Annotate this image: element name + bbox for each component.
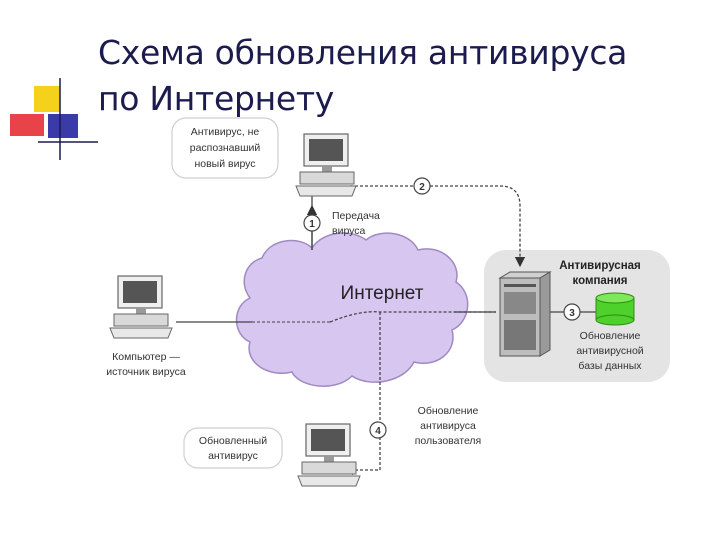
company-title-line-2: компания xyxy=(572,275,627,287)
step-3-number: 3 xyxy=(569,308,575,319)
internet-cloud xyxy=(235,232,469,387)
bottom-pc-label-line-2: антивирус xyxy=(208,450,258,462)
db-update-label-line-3: базы данных xyxy=(578,360,642,372)
bottom-computer xyxy=(297,423,361,487)
step-3-marker: 3 xyxy=(563,303,581,321)
top-pc-label-box xyxy=(171,117,279,179)
internet-cloud-label: Интернет xyxy=(341,283,424,304)
title-line-2: по Интернету xyxy=(98,79,335,118)
line-cloud-to-company xyxy=(329,311,496,323)
step-1-marker: 1 xyxy=(303,214,321,232)
line-cloud-to-bottom-pc xyxy=(342,312,381,476)
top-computer xyxy=(295,133,357,197)
database-icon xyxy=(595,292,635,326)
step-4-number: 4 xyxy=(375,426,381,437)
company-title-line-1: Антивирусная xyxy=(559,260,641,272)
user-update-label-line-3: пользователя xyxy=(415,435,482,447)
step-2-marker: 2 xyxy=(413,177,431,195)
top-pc-label-line-3: новый вирус xyxy=(194,158,255,170)
bullet-blue-square xyxy=(48,114,78,138)
db-update-label-line-2: антивирусной xyxy=(576,345,643,357)
top-pc-label-line-1: Антивирус, не xyxy=(191,126,260,138)
title-bullet-decoration xyxy=(10,78,98,160)
step-4-marker: 4 xyxy=(369,421,387,439)
step-1-label-line-1: Передача xyxy=(332,210,380,222)
page-title: Схема обновления антивируса по Интернету xyxy=(98,30,698,122)
bullet-red-square xyxy=(10,114,44,136)
bullet-yellow-square xyxy=(34,86,60,112)
step-1-label-line-2: вируса xyxy=(332,225,366,237)
left-computer xyxy=(109,275,173,339)
company-server xyxy=(498,271,552,357)
left-pc-label-line-1: Компьютер — xyxy=(112,351,180,363)
bottom-pc-label-line-1: Обновленный xyxy=(199,435,267,447)
user-update-label-line-2: антивируса xyxy=(420,420,476,432)
title-line-1: Схема обновления антивируса xyxy=(98,33,628,72)
db-update-label-line-1: Обновление xyxy=(580,330,641,342)
bottom-pc-label-box xyxy=(183,427,283,469)
left-pc-label-line-2: источник вируса xyxy=(106,366,186,378)
user-update-label-line-1: Обновление xyxy=(418,405,479,417)
step-1-number: 1 xyxy=(309,219,315,230)
top-pc-label-line-2: распознавший xyxy=(190,142,261,154)
step-2-number: 2 xyxy=(419,182,425,193)
line-top-pc-to-company xyxy=(350,185,526,268)
